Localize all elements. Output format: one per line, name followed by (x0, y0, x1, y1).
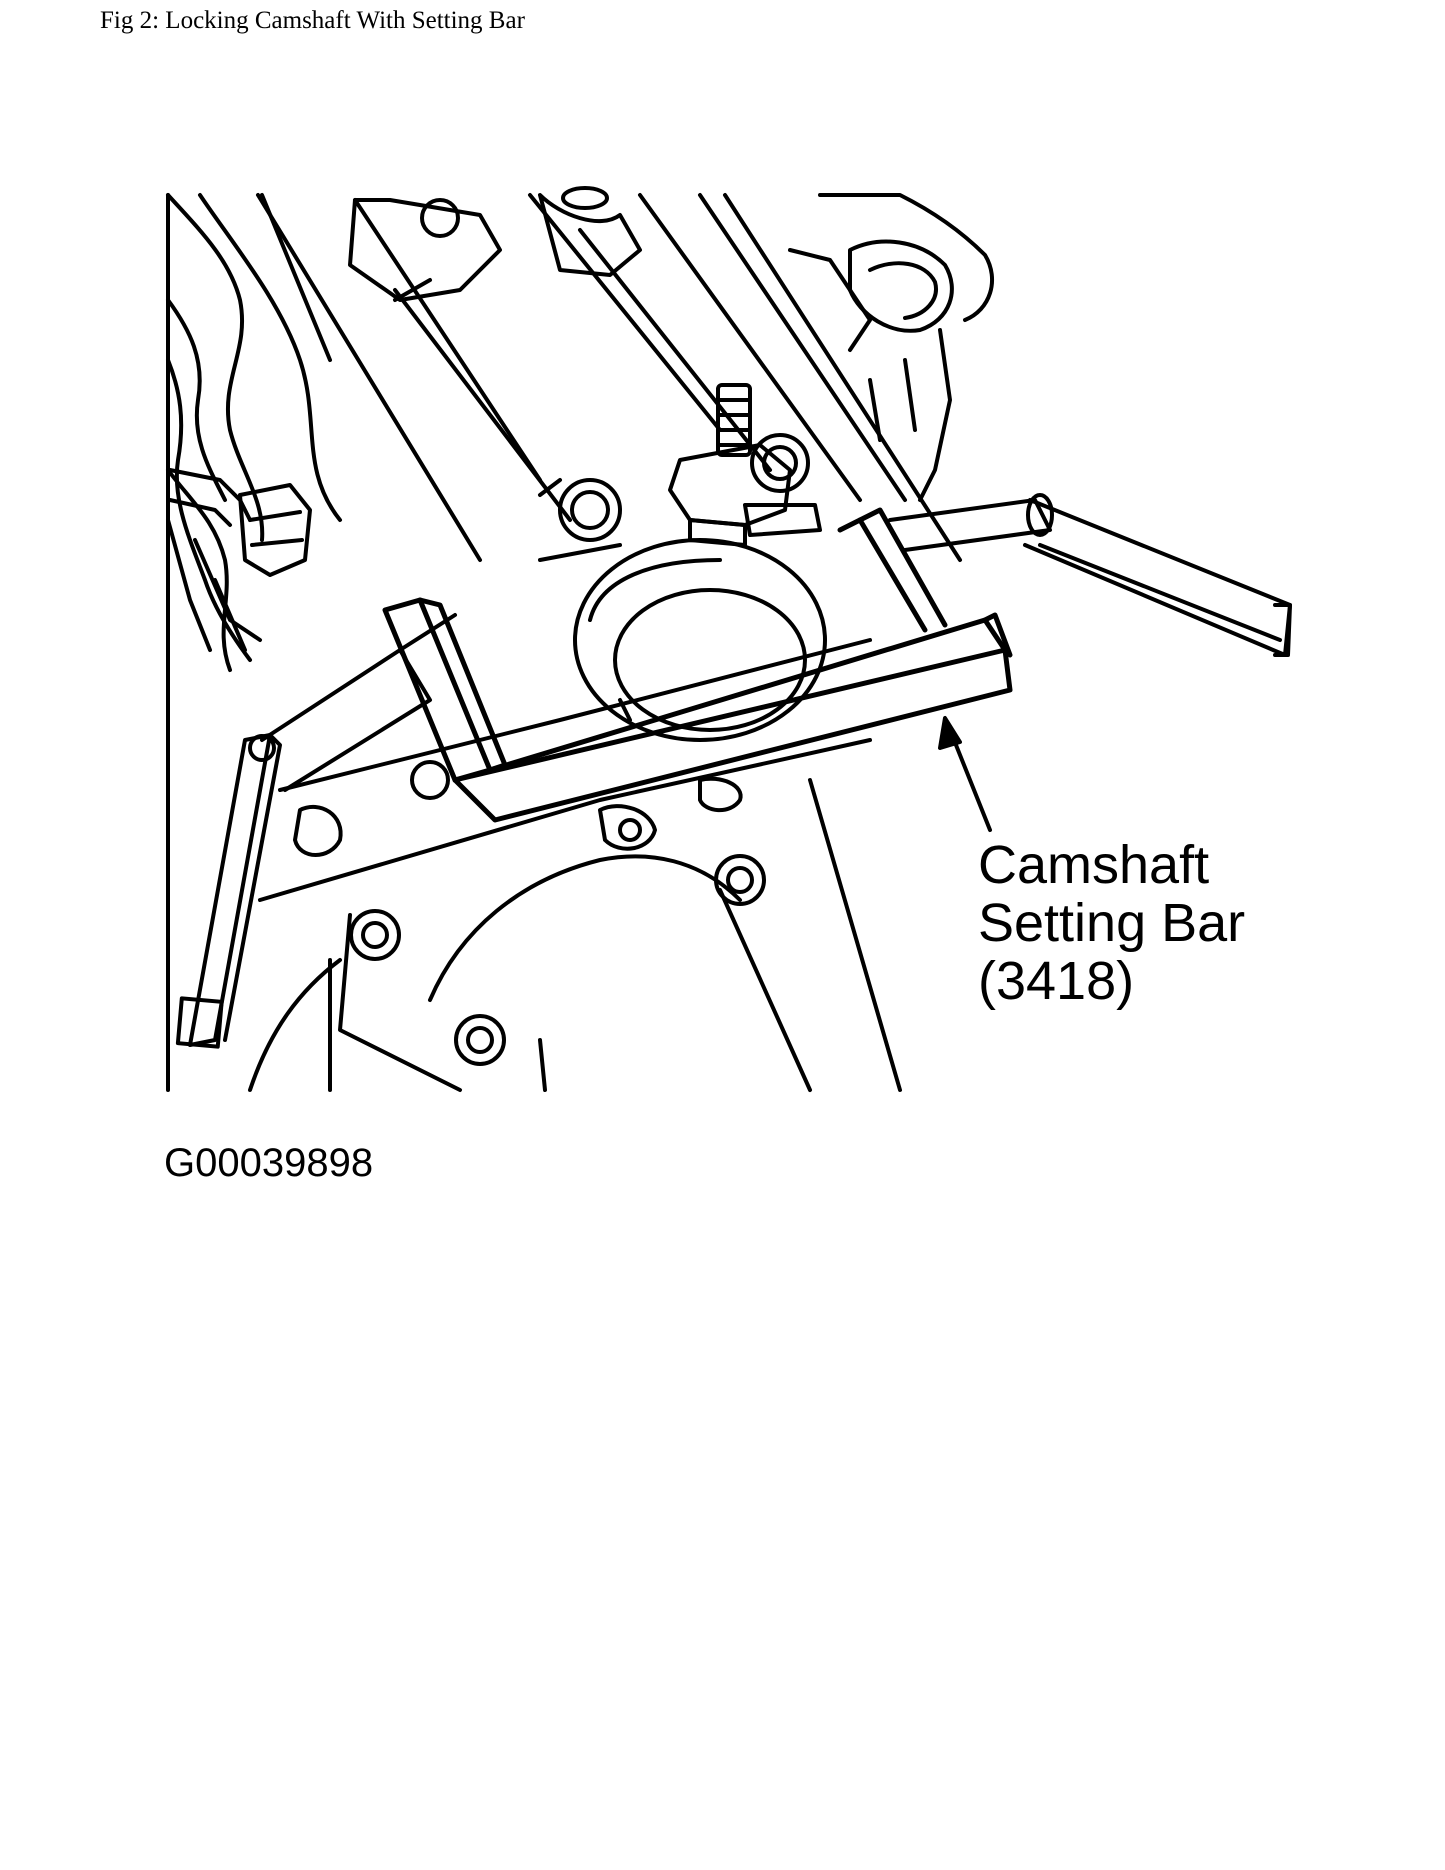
right-housing (788, 193, 995, 502)
right-locating-arm (888, 493, 1292, 657)
cylinder-head-plate (248, 638, 872, 1092)
belt-housing (328, 778, 902, 1092)
upper-bosses (348, 186, 642, 302)
bolt-heads (538, 433, 822, 562)
camshaft-hub (573, 538, 827, 742)
pipe-fitting (168, 468, 312, 652)
left-locating-arm (175, 613, 457, 1049)
figure-caption: Fig 2: Locking Camshaft With Setting Bar (100, 7, 525, 34)
camshaft-setting-bar (382, 507, 1013, 823)
callout-arrow (938, 716, 992, 832)
lower-bolts (338, 854, 766, 1092)
callout-line-3: (3418) (978, 951, 1135, 1011)
graphic-id: G00039898 (164, 1141, 374, 1185)
center-stud (668, 383, 792, 547)
callout-line-2: Setting Bar (978, 893, 1246, 953)
setting-bar-callout: Camshaft Setting Bar (3418) (978, 836, 1245, 1010)
manifold-outline (166, 193, 342, 1092)
callout-line-1: Camshaft (978, 835, 1210, 895)
